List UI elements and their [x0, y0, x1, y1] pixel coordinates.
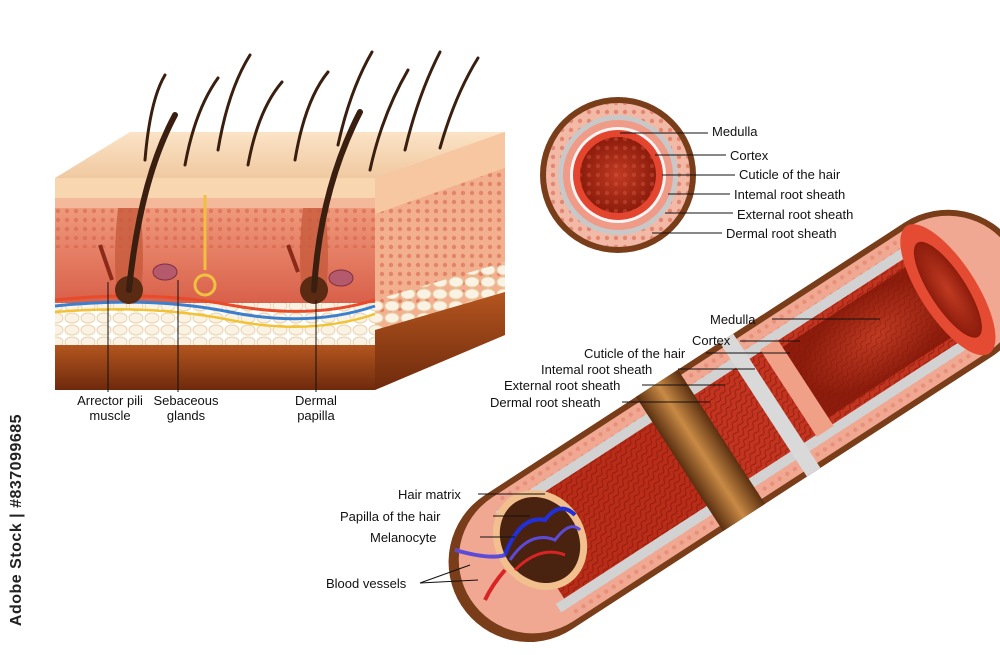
label-papilla-of-the-hair: Papilla of the hair [340, 509, 441, 524]
stock-id-watermark: Adobe Stock | #837099685 [2, 405, 32, 635]
stock-id-text: Adobe Stock | #837099685 [8, 413, 25, 627]
label-sebaceous-glands: Sebaceous glands [153, 393, 219, 423]
sebaceous-gland [152, 263, 178, 281]
label-lf-external-root-sheath: External root sheath [504, 378, 621, 393]
label-cs-medulla: Medulla [712, 124, 758, 139]
label-cs-dermal-root-sheath: Dermal root sheath [726, 226, 837, 241]
label-lf-cortex: Cortex [692, 333, 731, 348]
label-lf-dermal-root-sheath: Dermal root sheath [490, 395, 601, 410]
label-cs-external-root-sheath: External root sheath [737, 207, 854, 222]
epidermis-layer [55, 178, 375, 198]
label-cs-internal-root-sheath: Intemal root sheath [734, 187, 846, 202]
label-lf-cuticle: Cuticle of the hair [584, 346, 686, 361]
label-blood-vessels: Blood vessels [326, 576, 407, 591]
label-lf-internal-root-sheath: Intemal root sheath [541, 362, 653, 377]
hair-bulb [454, 489, 588, 601]
label-dermal-papilla: Dermal papilla [295, 393, 337, 423]
label-lf-medulla: Medulla [710, 312, 756, 327]
label-hair-matrix: Hair matrix [398, 487, 461, 502]
muscle-layer [55, 345, 375, 390]
skin-surface [55, 132, 505, 178]
label-cs-cortex: Cortex [730, 148, 769, 163]
hair-cross-section [540, 97, 735, 253]
label-arrector-pili-muscle: Arrector pili muscle [77, 393, 143, 423]
label-melanocyte: Melanocyte [370, 530, 437, 545]
skin-block [54, 50, 505, 392]
hair-follicle-longitudinal [419, 209, 1000, 643]
hairs [126, 50, 480, 293]
label-cs-cuticle: Cuticle of the hair [739, 167, 841, 182]
